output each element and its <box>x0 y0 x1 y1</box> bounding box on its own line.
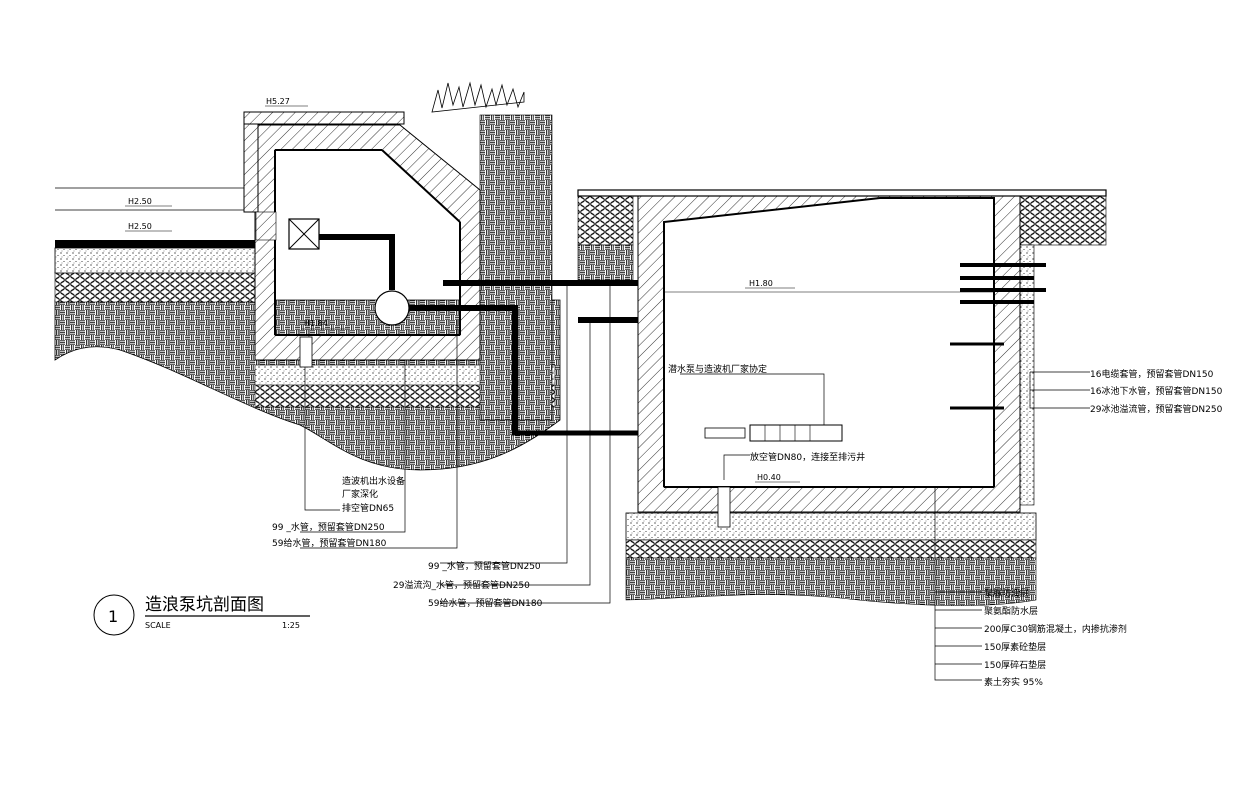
label-right-1: 16电缆套管，预留套管DN150 <box>1090 368 1214 380</box>
right-concrete-bed <box>625 512 1037 541</box>
level-pit-floor-right: H0.40 <box>757 473 781 482</box>
scale-label: SCALE <box>145 621 171 630</box>
outlet-pipe <box>319 234 395 290</box>
label-pipe-e: 59给水管，预留套管DN180 <box>428 597 543 609</box>
pool-floor-edge <box>55 240 255 248</box>
label-right-2: 16冰池下水管，预留套管DN150 <box>1090 385 1223 397</box>
label-layer-5: 150厚碎石垫层 <box>984 659 1046 671</box>
level-water-right: H1.80 <box>749 279 773 288</box>
label-layer-1: 聚脲防滑层 <box>984 587 1029 599</box>
cap-left <box>243 111 259 213</box>
label-pump-note: 潜水泵与造波机厂家协定 <box>668 363 767 375</box>
label-layer-2: 聚氨酯防水层 <box>984 605 1038 617</box>
label-left-drain: 排空管DN65 <box>342 502 394 514</box>
label-layer-6: 素土夯实 95% <box>984 676 1043 688</box>
level-top-cap: H5.27 <box>266 97 290 106</box>
scale-value: 1:25 <box>282 621 300 630</box>
right-gravel <box>625 539 1037 559</box>
level-deck-left: H2.50 <box>128 222 152 231</box>
cap-top <box>243 111 405 125</box>
label-pipe-d: 29溢流沟_水管，预留套管DN250 <box>393 579 530 591</box>
label-left-equipment-2: 厂家深化 <box>342 488 378 500</box>
label-pump-pipe: 放空管DN80，连接至排污井 <box>750 451 865 463</box>
label-left-equipment-1: 造波机出水设备 <box>342 475 405 487</box>
submersible-pump <box>749 424 843 442</box>
label-layer-3: 200厚C30钢筋混凝土，内掺抗渗剂 <box>984 623 1127 635</box>
gravel-layer-left <box>54 271 256 303</box>
pump-valve <box>704 427 746 439</box>
label-pipe-b: 59给水管，预留套管DN180 <box>272 537 387 549</box>
detail-number-circle <box>93 594 135 636</box>
deck-top <box>577 189 1107 197</box>
right-soil <box>625 557 1037 606</box>
concrete-bed-left <box>54 247 256 274</box>
label-right-3: 29冰池溢流管，预留套管DN250 <box>1090 403 1223 415</box>
level-water-left: H2.50 <box>128 197 152 206</box>
detail-number: 1 <box>108 607 118 626</box>
level-pit-floor-left: H1.84 <box>304 319 328 328</box>
label-layer-4: 150厚素砼垫层 <box>984 641 1046 653</box>
drawing-title: 造浪泵坑剖面图 <box>145 595 264 615</box>
drain-pipe-left <box>299 336 313 368</box>
grass-icon <box>431 81 525 113</box>
pump-circle <box>374 290 410 326</box>
label-pipe-c: 99 _水管，预留套管DN250 <box>428 560 541 572</box>
drain-pipe-right <box>717 486 731 528</box>
label-pipe-a: 99 _水管，预留套管DN250 <box>272 521 385 533</box>
